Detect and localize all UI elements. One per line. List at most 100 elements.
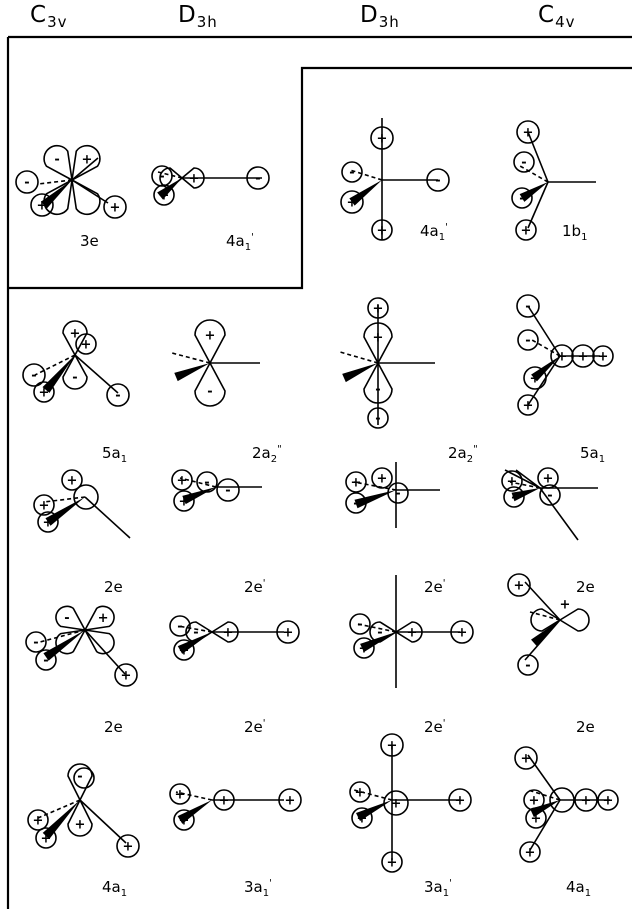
- orbital-lobe: [246, 166, 270, 190]
- orbital-phase-sign: +: [347, 196, 358, 211]
- orbital-phase-sign: -: [353, 497, 358, 512]
- orbital-lobe: [169, 783, 191, 805]
- wedge-bond: [177, 800, 212, 824]
- region-boundary: [8, 66, 632, 290]
- orbital-phase-sign: -: [435, 174, 440, 189]
- header-c3v-sub: 3v: [47, 13, 68, 31]
- wedge-bond: [45, 497, 85, 526]
- header-d3h-right-main: D: [360, 2, 379, 28]
- orbital-phase-sign: +: [285, 794, 296, 809]
- orbital-lobe: [523, 366, 547, 390]
- bond-line: [527, 181, 549, 229]
- label-r3c0: 2e: [104, 718, 123, 736]
- orbital-lobe: [349, 781, 371, 803]
- orbital-phase-sign: +: [377, 472, 388, 487]
- orbital-phase-sign: +: [387, 856, 398, 871]
- orbital-phase-sign: +: [81, 338, 92, 353]
- orbital-phase-sign: -: [255, 172, 260, 187]
- orbital-phase-sign: -: [64, 611, 69, 626]
- p-orbital-lobes: [194, 319, 226, 407]
- orbital-lobe: [15, 170, 39, 194]
- p-orbital-lobes: [369, 621, 423, 643]
- orbital-phase-sign: +: [525, 846, 536, 861]
- header-d3h-right: D3h: [360, 2, 400, 31]
- orbital-lobe: [380, 733, 404, 757]
- orbital-phase-sign: +: [33, 814, 44, 829]
- orbital-lobe: [511, 187, 533, 209]
- orbital-lobe: [371, 467, 393, 489]
- dashed-bond: [529, 611, 561, 621]
- dashed-bond: [171, 352, 211, 364]
- orbital-lobe: [278, 788, 302, 812]
- orbital-phase-sign: -: [207, 385, 212, 400]
- orbital-lobe: [426, 168, 450, 192]
- orbital-lobe: [523, 789, 545, 811]
- orbital-phase-sign: +: [514, 579, 525, 594]
- orbital-lobe: [370, 126, 394, 150]
- orbital-lobe: [367, 297, 389, 319]
- orbital-lobe: [597, 789, 619, 811]
- orbital-phase-sign: +: [75, 818, 86, 833]
- orbital-lobe: [345, 492, 367, 514]
- orbital-lobe: [27, 809, 49, 831]
- label-r3c2: 2e': [424, 718, 446, 736]
- orbital-lobe: [513, 151, 535, 173]
- dashed-bond: [531, 339, 561, 357]
- label-r1c2: 2a2": [448, 444, 478, 465]
- orbital-phase-sign: -: [525, 334, 530, 349]
- orbital-lobe: [173, 490, 195, 512]
- orbital-phase-sign: +: [373, 331, 384, 346]
- orbital-phase-sign: +: [578, 350, 589, 365]
- orbital-lobe: [61, 469, 83, 491]
- orbital-lobe: [525, 807, 547, 829]
- orbital-phase-sign: +: [179, 495, 190, 510]
- orbital-lobe: [73, 767, 95, 789]
- orbital-phase-sign: +: [387, 739, 398, 754]
- dashed-bond: [37, 179, 73, 185]
- label-r0c2: 4a1': [420, 222, 448, 243]
- orbital-phase-sign: +: [531, 812, 542, 827]
- label-r0c0: 3e: [80, 232, 99, 250]
- dashed-bond: [34, 354, 76, 376]
- orbital-phase-sign: -: [519, 192, 524, 207]
- bond-line: [84, 496, 131, 539]
- orbital-lobe: [114, 663, 138, 687]
- orbital-phase-sign: +: [391, 797, 402, 812]
- orbital-lobe: [103, 195, 127, 219]
- wedge-bond: [355, 800, 392, 822]
- p-orbital-lobes: [55, 605, 115, 655]
- wedge-bond: [43, 630, 85, 661]
- wedge-bond: [531, 620, 560, 647]
- bond-line: [527, 131, 549, 183]
- label-r2c0: 2e: [104, 578, 123, 596]
- orbital-lobe: [550, 344, 574, 368]
- orbital-phase-sign: +: [560, 598, 571, 613]
- orbital-lobe: [22, 363, 46, 387]
- wedge-bond: [519, 182, 548, 202]
- orbital-lobe: [173, 809, 195, 831]
- bond-line: [71, 157, 99, 181]
- orbital-phase-sign: +: [39, 499, 50, 514]
- orbital-lobe: [35, 649, 57, 671]
- orbital-phase-sign: -: [177, 620, 182, 635]
- label-r0c1: 4a1': [226, 232, 254, 253]
- orbital-phase-sign: +: [177, 474, 188, 489]
- label-r4c0: 4a1: [102, 878, 128, 899]
- orbital-phase-sign: +: [205, 329, 216, 344]
- header-c4v-main: C: [538, 2, 556, 28]
- p-orbital-lobes: [55, 605, 115, 655]
- orbital-phase-sign: +: [377, 132, 388, 147]
- header-d3h-left: D3h: [178, 2, 218, 31]
- wedge-bond: [41, 180, 72, 209]
- label-r1c0: 5a1: [102, 444, 128, 465]
- orbital-lobe: [349, 613, 371, 635]
- label-r4c3: 4a1: [566, 878, 592, 899]
- bond-line: [527, 754, 561, 801]
- orbital-phase-sign: +: [283, 626, 294, 641]
- orbital-lobe: [450, 620, 474, 644]
- orbital-lobe: [73, 484, 99, 510]
- orbital-lobe: [367, 407, 389, 429]
- orbital-phase-sign: -: [511, 491, 516, 506]
- orbital-phase-sign: +: [407, 626, 418, 641]
- wedge-bond: [354, 490, 396, 509]
